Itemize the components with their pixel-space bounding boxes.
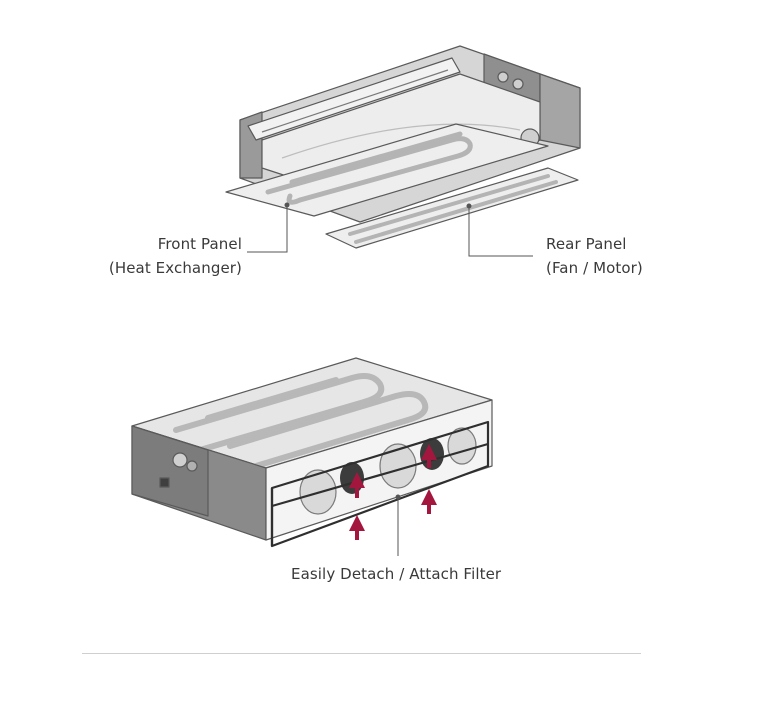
leader-lines-top (247, 202, 533, 257)
airflow-arrows (349, 444, 437, 540)
rear-panel-sublabel: (Fan / Motor) (546, 259, 643, 277)
front-panel-sublabel: (Heat Exchanger) (108, 259, 242, 277)
exploded-unit-illustration (225, 45, 581, 249)
assembled-unit-illustration (131, 357, 493, 548)
filter-label: Easily Detach / Attach Filter (291, 565, 502, 583)
front-panel-label: Front Panel (157, 235, 242, 253)
leader-line-filter (395, 494, 401, 556)
bottom-divider (82, 653, 641, 654)
rear-panel-label: Rear Panel (546, 235, 627, 253)
